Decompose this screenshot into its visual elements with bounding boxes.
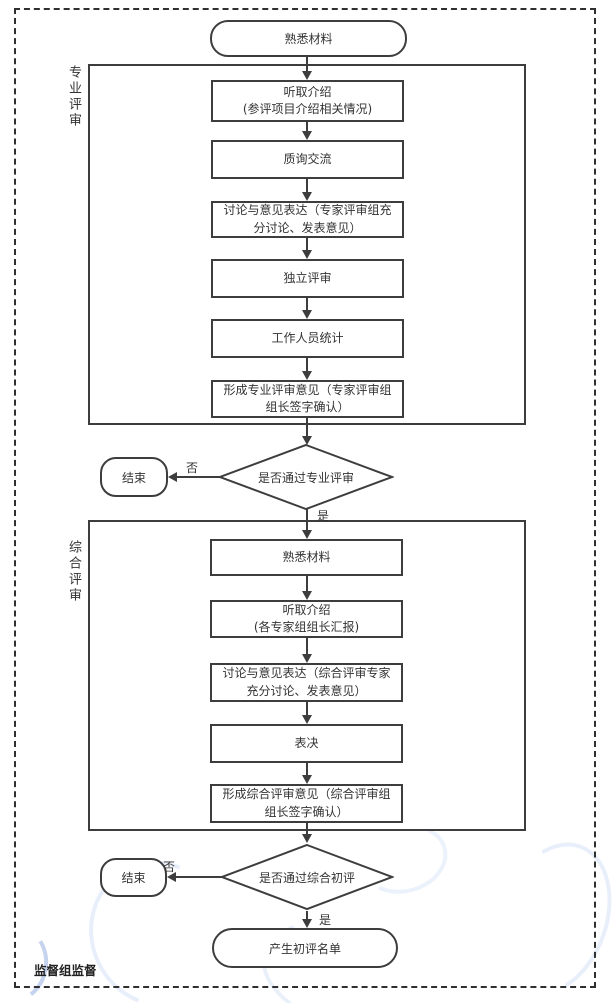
edge-label-yes-1: 是 [317,509,330,523]
arrow-head [302,71,312,80]
final-node: 产生初评名单 [212,928,398,968]
arrow-head [302,715,312,724]
start-node: 熟悉材料 [210,20,407,57]
flow-arrow [306,638,308,655]
process-box-form-professional-opinion: 形成专业评审意见（专家评审组组长签字确认） [211,380,404,418]
flow-arrow [306,238,308,251]
process-box-listen-intro-2: 听取介绍 (各专家组组长汇报) [210,600,403,638]
flow-arrow [306,823,308,835]
process-box-discussion-1: 讨论与意见表达（专家评审组充分讨论、发表意见） [211,201,404,238]
process-box-vote: 表决 [210,724,403,763]
arrow-head [302,654,312,663]
edge-label-no-2: 否 [163,860,176,874]
end-node-1: 结束 [100,457,168,497]
flow-arrow [306,298,308,311]
arrow-head [167,872,176,882]
decision-diamond-comprehensive [220,843,394,911]
arrow-head [302,250,312,259]
end-node-2: 结束 [100,858,167,897]
group-label-professional-review: 专业评审 [66,65,81,129]
arrow-head [302,371,312,380]
edge-label-no-1: 否 [186,461,199,475]
flow-arrow [306,911,308,920]
arrow-head [302,775,312,784]
process-box-discussion-2: 讨论与意见表达（综合评审专家充分讨论、发表意见） [210,663,403,702]
outer-dashed-border [14,8,596,988]
process-box-listen-intro-1: 听取介绍 (参评项目介绍相关情况) [211,80,404,122]
flow-arrow [306,763,308,776]
flow-arrow-no-2 [176,876,222,878]
flow-arrow [306,122,308,132]
flow-arrow [306,57,308,72]
flow-arrow [306,179,308,193]
flow-arrow [306,702,308,716]
process-box-form-comprehensive-opinion: 形成综合评审意见（综合评审组组长签字确认） [210,784,403,823]
flow-arrow [306,418,308,437]
process-box-inquiry-exchange: 质询交流 [211,140,404,179]
process-box-familiarize-materials-2: 熟悉材料 [210,539,403,576]
decision-label-comprehensive: 是否通过综合初评 [258,870,355,885]
supervision-note: 监督组监督 [34,963,97,978]
arrow-head [302,919,312,928]
arrow-head [168,472,177,482]
arrow-head [302,591,312,600]
arrow-head [302,192,312,201]
flow-arrow-no-1 [177,476,220,478]
flow-arrow [306,509,308,531]
edge-label-yes-2: 是 [319,913,332,927]
group-label-comprehensive-review: 综合评审 [66,540,81,604]
arrow-head [302,436,312,445]
arrow-head [302,530,312,539]
flow-arrow [306,358,308,372]
arrow-head [302,131,312,140]
decision-label-professional: 是否通过专业评审 [257,470,354,485]
process-box-independent-review: 独立评审 [211,259,404,298]
flow-arrow [306,576,308,592]
arrow-head [302,310,312,319]
arrow-head [302,834,312,843]
process-box-staff-statistics: 工作人员统计 [211,319,404,358]
